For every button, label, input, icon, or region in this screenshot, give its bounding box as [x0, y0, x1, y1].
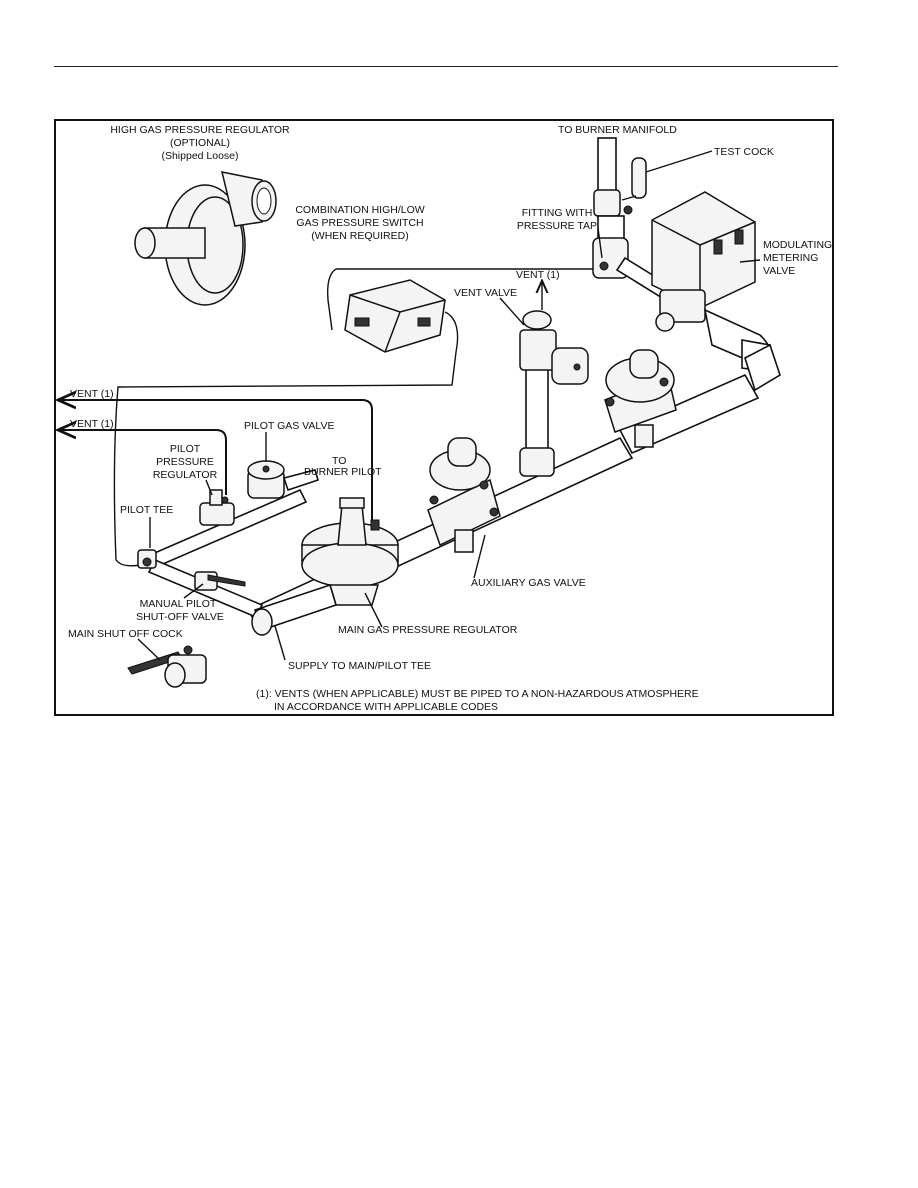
label-modulating-valve: MODULATING METERING VALVE — [763, 239, 832, 277]
downstream-valve-icon — [604, 349, 677, 448]
header-rule — [54, 66, 838, 67]
svg-text:(Shipped Loose): (Shipped Loose) — [161, 150, 238, 162]
vent-valve-icon — [519, 282, 589, 477]
svg-text:IN ACCORDANCE WITH APPLICABLE: IN ACCORDANCE WITH APPLICABLE CODES — [274, 701, 498, 713]
label-vent-left-2: VENT (1) — [70, 418, 114, 430]
pressure-switch-icon — [113, 268, 600, 567]
svg-text:SHUT-OFF VALVE: SHUT-OFF VALVE — [136, 611, 224, 623]
svg-text:GAS PRESSURE SWITCH: GAS PRESSURE SWITCH — [296, 217, 423, 229]
label-high-gas-regulator: HIGH GAS PRESSURE REGULATOR (OPTIONAL) (… — [110, 124, 290, 162]
leader-lines — [137, 150, 761, 661]
footnote: (1): VENTS (WHEN APPLICABLE) MUST BE PIP… — [256, 688, 699, 713]
label-vent-top: VENT (1) — [516, 269, 560, 281]
label-pilot-gas-valve: PILOT GAS VALVE — [244, 420, 334, 432]
svg-text:PRESSURE TAP: PRESSURE TAP — [517, 220, 597, 232]
auxiliary-gas-valve-icon — [427, 437, 501, 553]
label-fitting-with-tap: FITTING WITH PRESSURE TAP — [517, 207, 597, 232]
modulating-valve-icon — [651, 191, 772, 373]
svg-text:(1): VENTS (WHEN APPLICABLE) M: (1): VENTS (WHEN APPLICABLE) MUST BE PIP… — [256, 688, 699, 700]
svg-text:PRESSURE: PRESSURE — [156, 456, 214, 468]
svg-text:TO: TO — [332, 455, 346, 467]
supply-tee-icon — [251, 583, 337, 636]
svg-text:MANUAL PILOT: MANUAL PILOT — [140, 598, 217, 610]
label-auxiliary-gas-valve: AUXILIARY GAS VALVE — [471, 577, 586, 589]
high-gas-regulator-icon — [134, 171, 277, 306]
label-test-cock: TEST COCK — [714, 146, 774, 158]
svg-text:BURNER PILOT: BURNER PILOT — [304, 466, 382, 478]
label-supply-tee: SUPPLY TO MAIN/PILOT TEE — [288, 660, 431, 672]
vent-line-top — [60, 400, 373, 520]
label-to-burner-pilot: TO BURNER PILOT — [304, 455, 382, 478]
label-pilot-regulator: PILOT PRESSURE REGULATOR — [153, 443, 218, 481]
label-vent-left-1: VENT (1) — [70, 388, 114, 400]
svg-text:HIGH GAS PRESSURE REGULATOR: HIGH GAS PRESSURE REGULATOR — [110, 124, 290, 136]
label-to-burner-manifold: TO BURNER MANIFOLD — [558, 124, 677, 136]
svg-text:PILOT: PILOT — [170, 443, 201, 455]
label-pilot-tee: PILOT TEE — [120, 504, 173, 516]
svg-text:FITTING WITH: FITTING WITH — [522, 207, 593, 219]
pilot-gas-valve-icon — [247, 460, 319, 499]
label-main-regulator: MAIN GAS PRESSURE REGULATOR — [338, 624, 518, 636]
label-manual-pilot-valve: MANUAL PILOT SHUT-OFF VALVE — [136, 598, 224, 623]
vent-line-pilot — [60, 430, 227, 495]
main-regulator-icon — [301, 497, 399, 606]
svg-text:(WHEN REQUIRED): (WHEN REQUIRED) — [311, 230, 408, 242]
label-combination-switch: COMBINATION HIGH/LOW GAS PRESSURE SWITCH… — [295, 204, 424, 242]
pilot-regulator-icon — [199, 489, 235, 526]
label-vent-valve: VENT VALVE — [454, 287, 517, 299]
svg-text:REGULATOR: REGULATOR — [153, 469, 218, 481]
svg-text:(OPTIONAL): (OPTIONAL) — [170, 137, 230, 149]
svg-text:COMBINATION HIGH/LOW: COMBINATION HIGH/LOW — [295, 204, 424, 216]
figure-frame — [54, 119, 834, 716]
test-cock-icon — [621, 157, 647, 215]
svg-text:VALVE: VALVE — [763, 265, 795, 277]
svg-text:METERING: METERING — [763, 252, 818, 264]
svg-text:MODULATING: MODULATING — [763, 239, 832, 251]
main-shutoff-cock-icon — [127, 645, 207, 688]
label-main-shutoff: MAIN SHUT OFF COCK — [68, 628, 183, 640]
